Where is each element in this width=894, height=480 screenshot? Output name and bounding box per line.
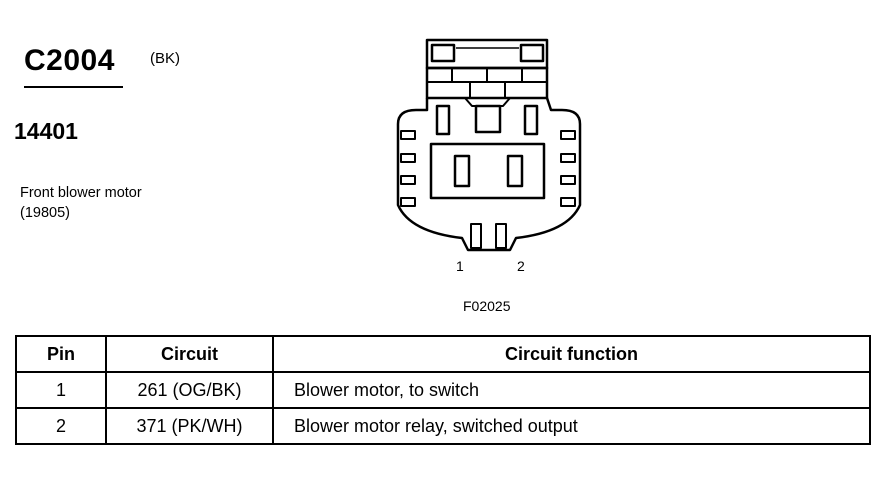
component-description: Front blower motor (19805)	[20, 183, 142, 223]
figure-code: F02025	[463, 298, 511, 314]
connector-color: (BK)	[150, 50, 180, 67]
pin-2-cavity	[506, 154, 524, 188]
header-pin: Pin	[15, 335, 107, 373]
header-circuit: Circuit	[105, 335, 274, 373]
connector-face-diagram	[396, 38, 582, 252]
pin-label-2: 2	[517, 258, 525, 274]
circuit-cell: 261 (OG/BK)	[105, 371, 274, 409]
component-ref: (19805)	[20, 205, 70, 221]
pin-cavity-block	[429, 142, 546, 200]
component-name: Front blower motor	[20, 185, 142, 201]
table-row: 1 261 (OG/BK) Blower motor, to switch	[15, 371, 871, 409]
side-ribs	[400, 130, 576, 207]
pin-cell: 2	[15, 407, 107, 445]
header-circuit-function: Circuit function	[272, 335, 871, 373]
pin-1-cavity	[453, 154, 471, 188]
connector-id: C2004	[24, 44, 115, 77]
pin-label-1: 1	[456, 258, 464, 274]
circuit-cell: 371 (PK/WH)	[105, 407, 274, 445]
circuit-function-cell: Blower motor relay, switched output	[272, 407, 871, 445]
bottom-key-slots	[470, 223, 507, 249]
pin-cell: 1	[15, 371, 107, 409]
pin-table: Pin Circuit Circuit function 1 261 (OG/B…	[15, 335, 871, 445]
table-row: 2 371 (PK/WH) Blower motor relay, switch…	[15, 407, 871, 445]
connector-id-underline	[24, 86, 123, 88]
connector-body-outline	[396, 97, 582, 252]
terminal-windows	[435, 104, 539, 136]
locking-tab	[425, 38, 549, 100]
harness-number: 14401	[14, 118, 78, 144]
circuit-function-cell: Blower motor, to switch	[272, 371, 871, 409]
table-header-row: Pin Circuit Circuit function	[15, 335, 871, 373]
